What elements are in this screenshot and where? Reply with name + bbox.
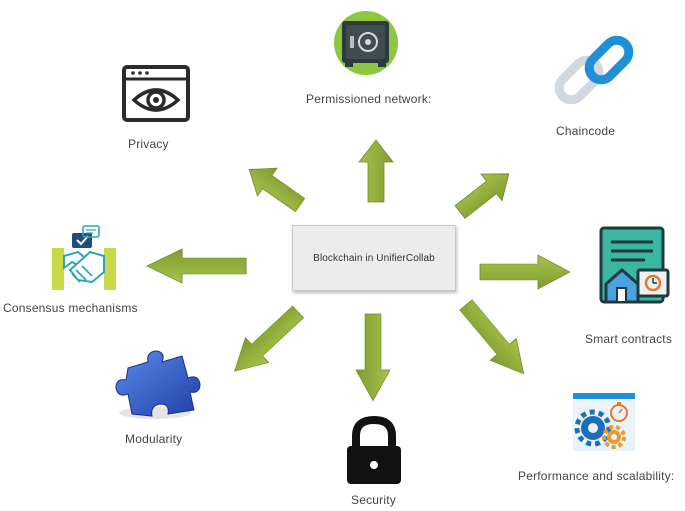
arrow-to-performance-scalability — [452, 293, 538, 386]
arrow-to-smart-contracts — [479, 254, 571, 290]
arrow-to-privacy — [238, 155, 311, 220]
arrow-to-permissioned-network — [358, 139, 394, 203]
label-permissioned-network: Permissioned network: — [306, 92, 432, 106]
arrow-to-consensus-mechanisms — [146, 248, 247, 284]
central-node-label: Blockchain in UnifierCollab — [313, 252, 435, 264]
label-performance-scalability: Performance and scalability: — [518, 469, 675, 483]
gears-stopwatch-icon — [573, 393, 635, 451]
label-smart-contracts: Smart contracts — [585, 332, 673, 346]
handshake-icon — [52, 225, 116, 290]
label-chaincode: Chaincode — [556, 124, 616, 138]
label-consensus-mechanisms: Consensus mechanisms — [3, 301, 138, 315]
arrow-to-chaincode — [449, 159, 520, 226]
contract-document-icon — [599, 226, 670, 304]
label-privacy: Privacy — [128, 137, 169, 151]
eye-browser-icon — [122, 65, 190, 122]
label-modularity: Modularity — [125, 432, 183, 446]
puzzle-piece-icon — [115, 350, 201, 419]
label-security: Security — [351, 493, 396, 507]
padlock-icon — [347, 415, 401, 484]
central-node-box: Blockchain in UnifierCollab — [292, 225, 456, 291]
arrow-to-modularity — [222, 298, 311, 385]
safe-icon — [334, 11, 398, 75]
arrow-to-security — [355, 313, 391, 402]
chain-link-icon — [554, 35, 634, 105]
